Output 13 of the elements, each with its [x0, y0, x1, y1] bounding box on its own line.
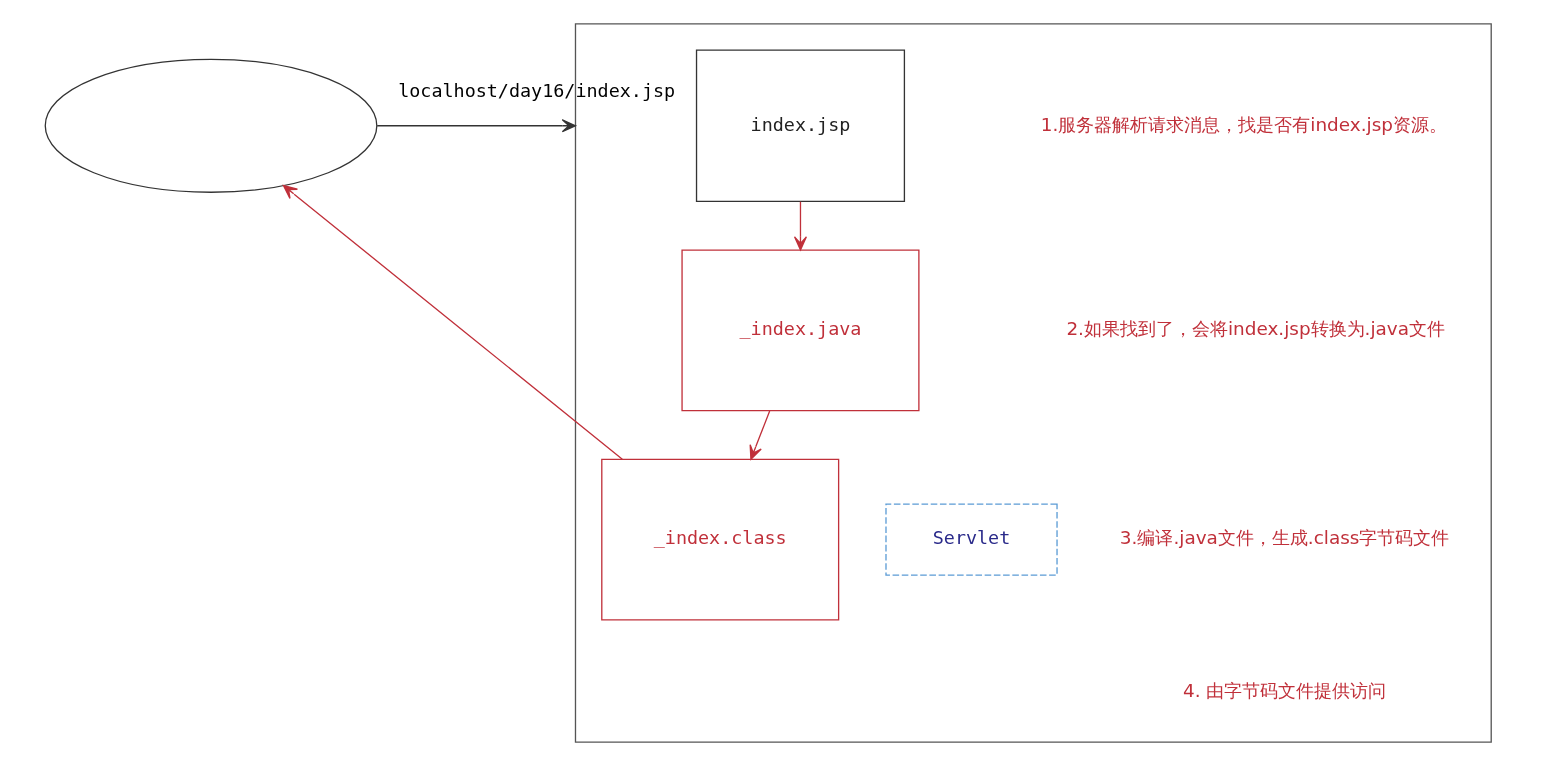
label: 1.服务器解析请求消息，找是否有index.jsp资源。	[1040, 113, 1447, 135]
node-ellipse	[44, 58, 378, 193]
node-box: Servlet	[885, 503, 1058, 576]
arrow	[793, 201, 808, 251]
label: 2.如果找到了，会将index.jsp转换为.java文件	[1066, 318, 1445, 340]
arrow	[749, 410, 771, 460]
label: 4. 由字节码文件提供访问	[1182, 680, 1387, 702]
arrow	[376, 119, 577, 133]
label: 3.编译.java文件，生成.class字节码文件	[1119, 527, 1450, 549]
node-box: _index.class	[601, 458, 840, 621]
node-box: index.jsp	[695, 49, 906, 203]
arrow	[282, 184, 623, 460]
node-box: _index.java	[681, 249, 920, 412]
